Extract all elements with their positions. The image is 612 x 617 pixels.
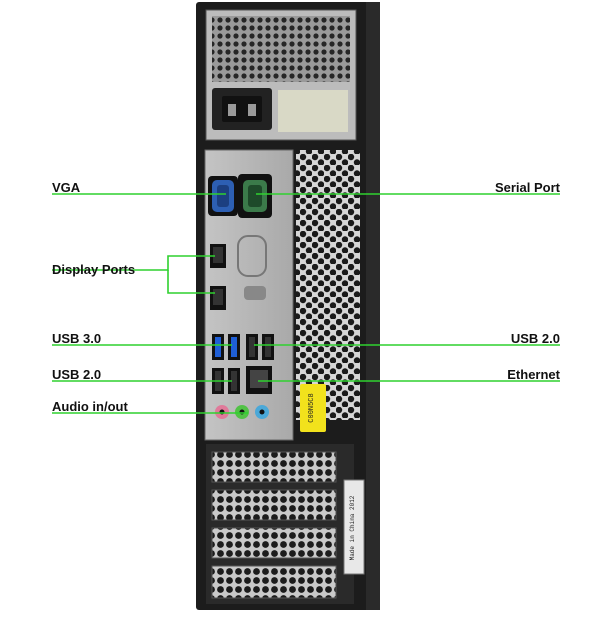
slot-2 (211, 489, 337, 521)
display-ports-line-2 (167, 270, 215, 294)
serial-port (238, 174, 272, 218)
sticker-text: C00N5C8 (308, 393, 316, 422)
slot-3 (211, 527, 337, 559)
vent-main (296, 150, 360, 420)
display-ports (210, 244, 226, 310)
serial-tag-text: Made in China 2012 (349, 495, 356, 560)
display-ports-line (52, 255, 215, 271)
slot-1 (211, 451, 337, 483)
vga-label: VGA (52, 180, 81, 195)
usb3-label: USB 3.0 (52, 331, 102, 346)
display-ports-label: Display Ports (52, 262, 136, 277)
usb-row-1 (212, 334, 274, 360)
yellow-sticker: C00N5C8 (300, 384, 326, 432)
psu-label (278, 90, 348, 132)
audio-label: Audio in/out (52, 399, 128, 414)
ethernet-label: Ethernet (507, 367, 560, 382)
slot-4 (211, 565, 337, 599)
chassis-edge (366, 2, 380, 610)
usb2-right-label: USB 2.0 (510, 331, 560, 346)
vga-port (208, 176, 238, 216)
leader-lines (52, 193, 560, 414)
psu-fan-grille (212, 16, 350, 82)
usb2-left-label: USB 2.0 (52, 367, 102, 382)
audio-jacks (215, 405, 269, 419)
serial-port-label: Serial Port (494, 180, 560, 195)
usb-row-2 (212, 366, 272, 394)
serial-tag (343, 479, 365, 575)
